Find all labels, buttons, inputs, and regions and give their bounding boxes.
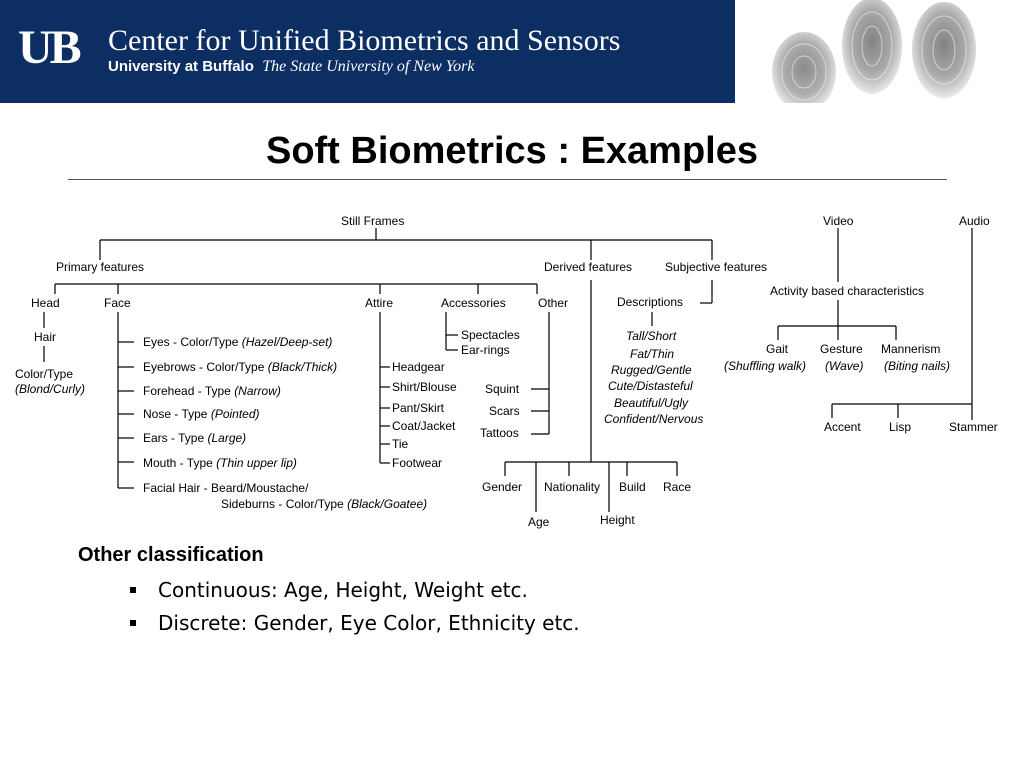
bullet-text: Continuous: Age, Height, Weight etc.: [158, 578, 528, 602]
attire-item: Headgear: [392, 360, 445, 374]
bullet-continuous: Continuous: Age, Height, Weight etc.: [130, 578, 528, 602]
node-attire: Attire: [365, 296, 393, 310]
audio-item: Accent: [824, 420, 861, 434]
node-face: Face: [104, 296, 131, 310]
node-subjective-features: Subjective features: [665, 260, 767, 274]
activity-item: Mannerism: [881, 342, 940, 356]
activity-item-example: (Shuffling walk): [724, 359, 806, 373]
bullet-square-icon: [130, 586, 136, 593]
description-items: Tall/Short Fat/Thin Rugged/Gentle Cute/D…: [604, 329, 703, 426]
title-divider: [68, 179, 947, 180]
face-item: Forehead - Type (Narrow): [143, 384, 281, 398]
node-still-frames: Still Frames: [341, 214, 404, 228]
face-item: Eyes - Color/Type (Hazel/Deep-set): [143, 335, 332, 349]
attire-item: Pant/Skirt: [392, 401, 445, 415]
description-item: Beautiful/Ugly: [614, 396, 689, 410]
ub-logo: UB: [18, 21, 82, 74]
activity-item: Gesture: [820, 342, 863, 356]
page-title: Soft Biometrics : Examples: [265, 130, 759, 172]
accessory-item: Ear-rings: [461, 343, 510, 357]
description-item: Fat/Thin: [630, 347, 674, 361]
attire-item: Coat/Jacket: [392, 419, 456, 433]
description-item: Confident/Nervous: [604, 412, 703, 426]
description-item: Cute/Distasteful: [608, 379, 693, 393]
other-item: Scars: [489, 404, 520, 418]
attire-item: Shirt/Blouse: [392, 380, 457, 394]
node-other: Other: [538, 296, 568, 310]
derived-item: Build: [619, 480, 646, 494]
other-item: Tattoos: [480, 426, 519, 440]
university-line: University at Buffalo The State Universi…: [108, 58, 475, 76]
face-item: Facial Hair - Beard/Moustache/: [143, 481, 309, 495]
activity-item: Gait: [766, 342, 789, 356]
face-item: Nose - Type (Pointed): [143, 407, 260, 421]
bullet-square-icon: [130, 619, 136, 626]
derived-item: Gender: [482, 480, 522, 494]
derived-item: Age: [528, 515, 550, 529]
attire-item: Footwear: [392, 456, 442, 470]
bullet-text: Discrete: Gender, Eye Color, Ethnicity e…: [158, 611, 580, 635]
fingerprints-image: [772, 0, 976, 103]
accessory-item: Spectacles: [461, 328, 520, 342]
node-hair-color: Color/Type: [15, 367, 73, 381]
node-hair-color-example: (Blond/Curly): [15, 382, 85, 396]
derived-item: Nationality: [544, 480, 600, 494]
node-audio: Audio: [959, 214, 990, 228]
face-item: Mouth - Type (Thin upper lip): [143, 456, 297, 470]
activity-item-example: (Wave): [825, 359, 863, 373]
university-subtitle: The State University of New York: [262, 58, 475, 75]
header-banner: UB Center for Unified Biometrics and Sen…: [0, 0, 735, 103]
activity-item-example: (Biting nails): [884, 359, 950, 373]
node-primary-features: Primary features: [56, 260, 144, 274]
node-head: Head: [31, 296, 60, 310]
soft-biometrics-tree: Still Frames Video Audio Primary feature…: [15, 214, 998, 529]
other-item: Squint: [485, 382, 520, 396]
face-item-facial-hair-line2: Sideburns - Color/Type (Black/Goatee): [221, 497, 427, 511]
node-video: Video: [823, 214, 854, 228]
face-item: Ears - Type (Large): [143, 431, 246, 445]
node-descriptions: Descriptions: [617, 295, 683, 309]
other-classification-heading: Other classification: [78, 544, 264, 566]
attire-items: Headgear Shirt/Blouse Pant/Skirt Coat/Ja…: [392, 360, 457, 470]
derived-item: Height: [600, 513, 635, 527]
audio-item: Lisp: [889, 420, 911, 434]
face-item: Eyebrows - Color/Type (Black/Thick): [143, 360, 337, 374]
attire-item: Tie: [392, 437, 409, 451]
node-hair: Hair: [34, 330, 56, 344]
face-items: Eyes - Color/Type (Hazel/Deep-set) Eyebr…: [143, 335, 427, 511]
description-item: Tall/Short: [626, 329, 677, 343]
description-item: Rugged/Gentle: [611, 363, 692, 377]
connector-lines: [43, 228, 973, 512]
university-name: University at Buffalo: [108, 58, 254, 75]
derived-item: Race: [663, 480, 691, 494]
node-derived-features: Derived features: [544, 260, 632, 274]
node-accessories: Accessories: [441, 296, 506, 310]
bullet-discrete: Discrete: Gender, Eye Color, Ethnicity e…: [130, 611, 580, 635]
node-activity: Activity based characteristics: [770, 284, 924, 298]
org-name: Center for Unified Biometrics and Sensor…: [108, 24, 621, 57]
audio-item: Stammer: [949, 420, 998, 434]
